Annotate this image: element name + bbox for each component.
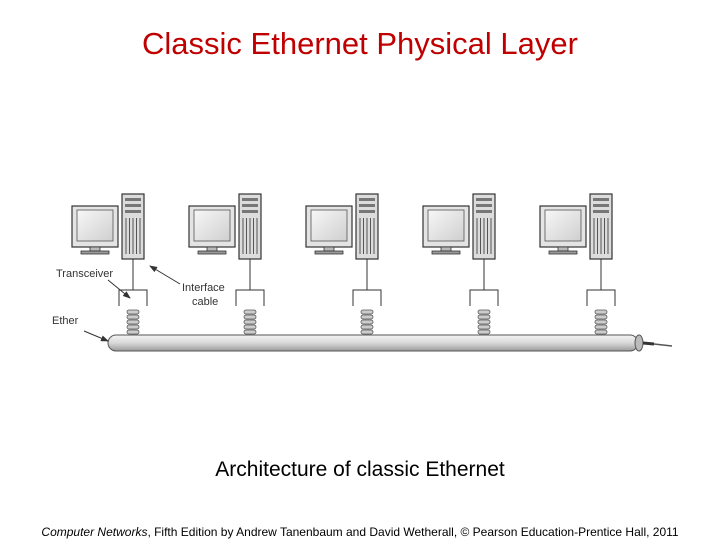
monitor-icon [539, 205, 587, 255]
transceiver [235, 289, 265, 335]
tower-computer-icon [472, 193, 496, 260]
interface-cable-label-line2: cable [192, 296, 218, 308]
transceiver [352, 289, 382, 335]
transceiver-arrow [107, 279, 131, 299]
ether-label: Ether [52, 315, 79, 327]
diagram-caption: Architecture of classic Ethernet [215, 458, 505, 481]
monitor-icon [422, 205, 470, 255]
tower-computer-icon [238, 193, 262, 260]
monitor-icon [188, 205, 236, 255]
monitor-icon [71, 205, 119, 255]
book-title: Computer Networks [41, 525, 148, 539]
interface-cable-label-line1: Interface [182, 282, 225, 294]
tower-computer-icon [355, 193, 379, 260]
ether-arrow [83, 330, 109, 342]
book-citation: Computer Networks, Fifth Edition by Andr… [0, 525, 720, 539]
interface-cable-arrow [149, 265, 181, 285]
ethernet-diagram: Transceiver Interface cable Ether [52, 193, 673, 352]
tower-computer-icon [121, 193, 145, 260]
slide-title: Classic Ethernet Physical Layer [142, 26, 578, 61]
station-5 [539, 193, 616, 335]
ether-cable [107, 334, 673, 352]
station-2 [188, 193, 265, 335]
station-1 [71, 193, 148, 335]
monitor-icon [305, 205, 353, 255]
station-4 [422, 193, 499, 335]
tower-computer-icon [589, 193, 613, 260]
transceiver [586, 289, 616, 335]
station-3 [305, 193, 382, 335]
transceiver [469, 289, 499, 335]
citation-rest: , Fifth Edition by Andrew Tanenbaum and … [147, 525, 679, 539]
transceiver-label: Transceiver [56, 268, 113, 280]
transceiver [118, 289, 148, 335]
station-group [71, 193, 616, 335]
